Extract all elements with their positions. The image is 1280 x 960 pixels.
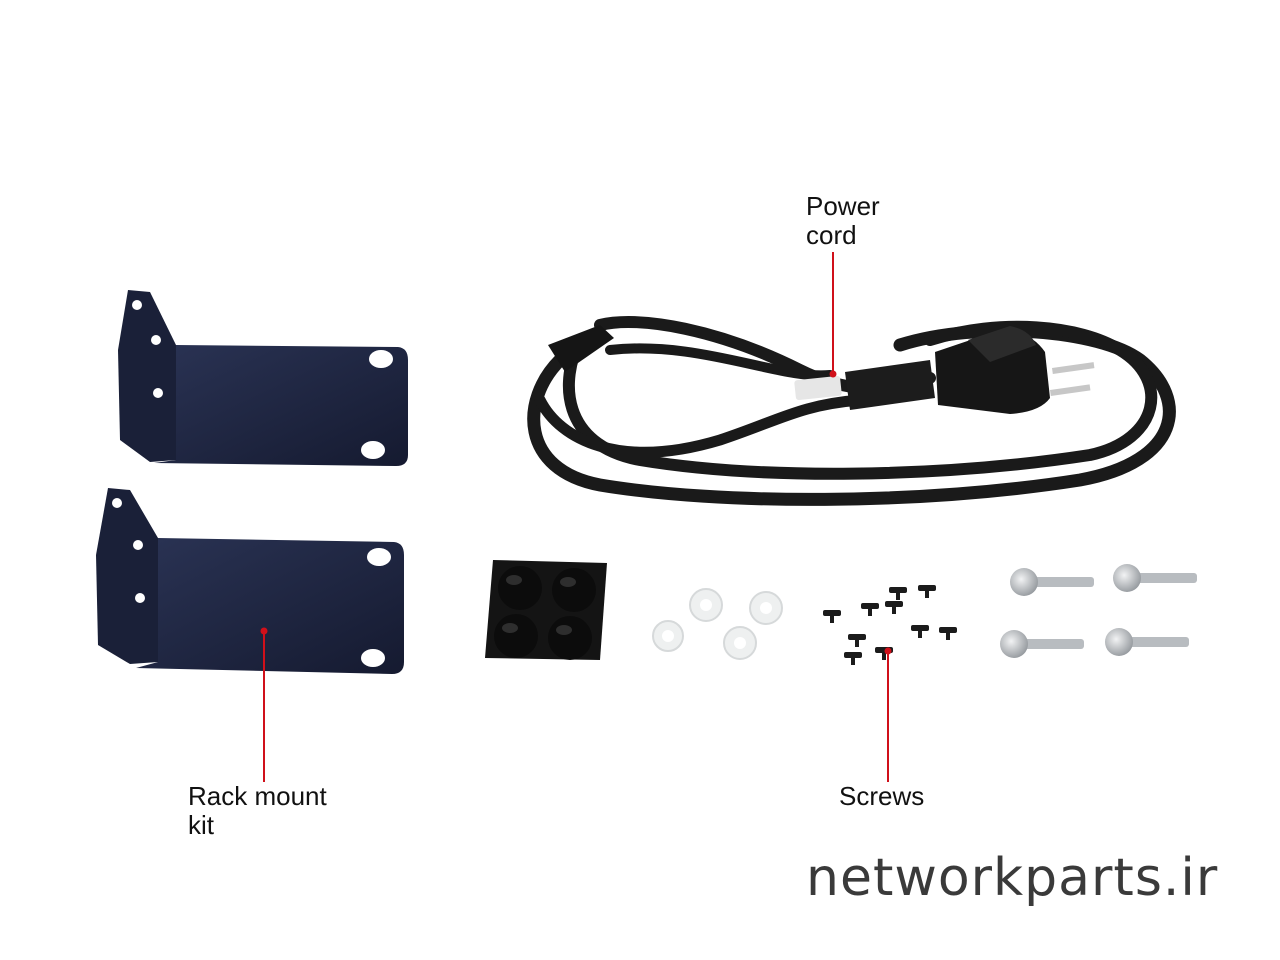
iec-connector bbox=[548, 325, 614, 372]
rack-bracket-bottom bbox=[96, 488, 404, 674]
large-screws bbox=[1000, 564, 1197, 658]
rack-mount-kit-label: Rack mount kit bbox=[188, 781, 327, 840]
screws-callout-dot bbox=[884, 647, 892, 655]
rubber-feet-pad bbox=[485, 560, 607, 660]
rack-bracket-top bbox=[118, 290, 408, 466]
power-cord-label: Power cord bbox=[806, 191, 880, 250]
washers bbox=[652, 588, 783, 660]
rack-kit-callout-dot bbox=[260, 627, 268, 635]
power-cord bbox=[527, 316, 1176, 506]
small-screws bbox=[823, 585, 957, 665]
watermark-text: networkparts.ir bbox=[806, 848, 1219, 908]
power-plug bbox=[935, 326, 1095, 414]
screws-label: Screws bbox=[839, 781, 925, 811]
cord-label-tag bbox=[794, 375, 842, 401]
callout-lines bbox=[263, 252, 889, 782]
power-cord-callout-dot bbox=[829, 370, 837, 378]
